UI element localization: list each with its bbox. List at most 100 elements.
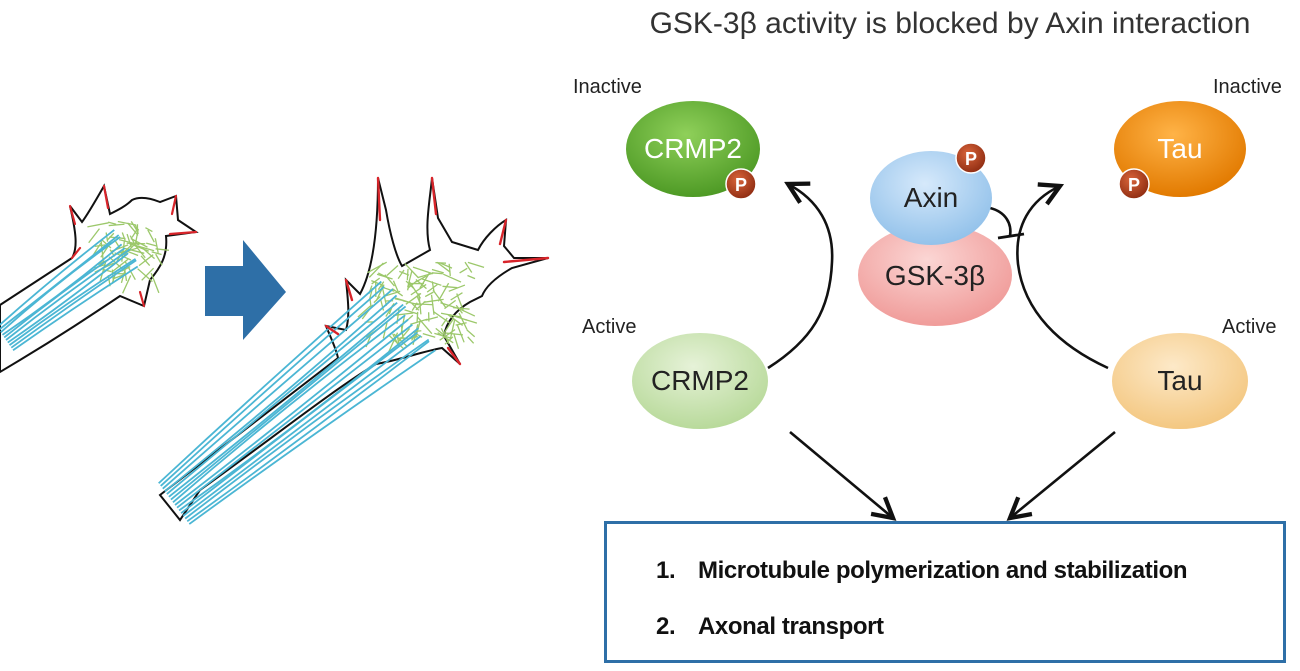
actin-filament [130, 237, 148, 248]
microtubule [180, 331, 418, 514]
result-item: 2.Axonal transport [656, 613, 884, 640]
actin-filament [443, 332, 463, 336]
actin-filament [434, 332, 451, 339]
actin-filament [464, 318, 478, 324]
microtubule [158, 280, 382, 484]
actin-filament [459, 267, 468, 274]
tau-active-label: Tau [1157, 365, 1202, 396]
actin-filament [141, 267, 155, 281]
actin-filament [423, 298, 444, 303]
actin-filament [421, 278, 442, 286]
actin-filament [437, 282, 450, 302]
growth-arrow [205, 240, 286, 340]
crmp2-active-node [632, 333, 768, 429]
actin-filament [437, 332, 454, 344]
actin-filament [436, 261, 451, 273]
actin-filament [410, 318, 428, 326]
actin-filament [369, 298, 372, 308]
microtubule [162, 288, 394, 490]
actin-filament [467, 261, 485, 269]
actin-filament [466, 329, 476, 338]
actin-filament [392, 280, 399, 292]
microtubule [0, 229, 115, 326]
crmp2-inactive-label: CRMP2 [644, 133, 742, 164]
actin-filament [394, 298, 405, 302]
microtubule [0, 236, 121, 333]
actin-filament [441, 317, 448, 327]
actin-filament [147, 229, 155, 243]
crmp2-inactive-node [626, 101, 760, 197]
axin-label: Axin [904, 182, 958, 213]
microtubule [174, 318, 409, 506]
crmp2-active-label: CRMP2 [651, 365, 749, 396]
actin-filament [431, 268, 444, 274]
axin-node [870, 151, 992, 245]
actin-filament [442, 285, 458, 289]
actin-filament [433, 311, 450, 324]
actin-filament [127, 250, 139, 257]
actin-filament [391, 288, 404, 297]
actin-filament [388, 334, 405, 350]
microtubule [166, 301, 398, 495]
actin-filament [404, 262, 420, 279]
actin-filament [453, 334, 460, 350]
actin-filament [117, 220, 137, 226]
actin-filament [87, 222, 109, 228]
microtubule [160, 285, 385, 487]
actin-filament [422, 333, 436, 338]
svg-text:P: P [965, 149, 977, 169]
microtubules-small [0, 229, 139, 351]
actin-filament [107, 221, 117, 225]
arrow-crmp2-to-results [789, 431, 893, 518]
actin-filament [443, 318, 455, 333]
growth-cone-large [158, 176, 550, 525]
actin-filament [145, 227, 153, 233]
tau-inactive-label: Tau [1157, 133, 1202, 164]
actin-filament [424, 291, 434, 298]
actin-filament [137, 268, 153, 283]
actin-filament [415, 278, 427, 290]
actin-filament [397, 269, 405, 280]
actin-filament [450, 292, 463, 301]
gsk3b-label: GSK-3β [885, 260, 985, 291]
svg-text:P: P [735, 175, 747, 195]
microtubule [170, 305, 407, 501]
actin-filament [380, 299, 385, 311]
microtubule [10, 259, 137, 349]
results-list: 1.Microtubule polymerization and stabili… [656, 553, 1188, 665]
gsk3b-node [858, 224, 1012, 326]
actin-filament [109, 236, 126, 240]
actin-filament [449, 318, 456, 340]
state-label-active-crmp2: Active [582, 316, 637, 338]
actin-filament [145, 242, 157, 247]
actin-filament [418, 272, 434, 279]
phospho-badge-crmp2: P [725, 168, 757, 200]
actin-filament [426, 283, 438, 293]
filopodia-actin-small [68, 184, 198, 308]
actin-filament [357, 305, 371, 318]
actin-filament [397, 328, 411, 343]
microtubule [184, 338, 430, 520]
microtubule [164, 294, 398, 493]
actin-filament [406, 282, 411, 291]
actin-filament [376, 273, 393, 280]
actin-filament [368, 262, 384, 278]
actin-filament [129, 235, 137, 246]
tau-inactive-node [1114, 101, 1246, 197]
actin-filament [425, 316, 439, 321]
microtubules-large [158, 280, 436, 525]
filopodia-actin-large [324, 176, 550, 366]
actin-filament [407, 270, 413, 288]
growth-cone-small [0, 183, 199, 374]
actin-mesh-small [87, 220, 170, 294]
svg-text:P: P [1128, 175, 1140, 195]
actin-filament [416, 311, 419, 323]
microtubule [188, 349, 436, 525]
arrow-tau-activation [1016, 186, 1109, 370]
actin-filament [464, 261, 473, 273]
tau-active-node [1112, 333, 1248, 429]
actin-filament [418, 293, 422, 315]
actin-filament [138, 254, 154, 267]
actin-filament [367, 261, 388, 274]
